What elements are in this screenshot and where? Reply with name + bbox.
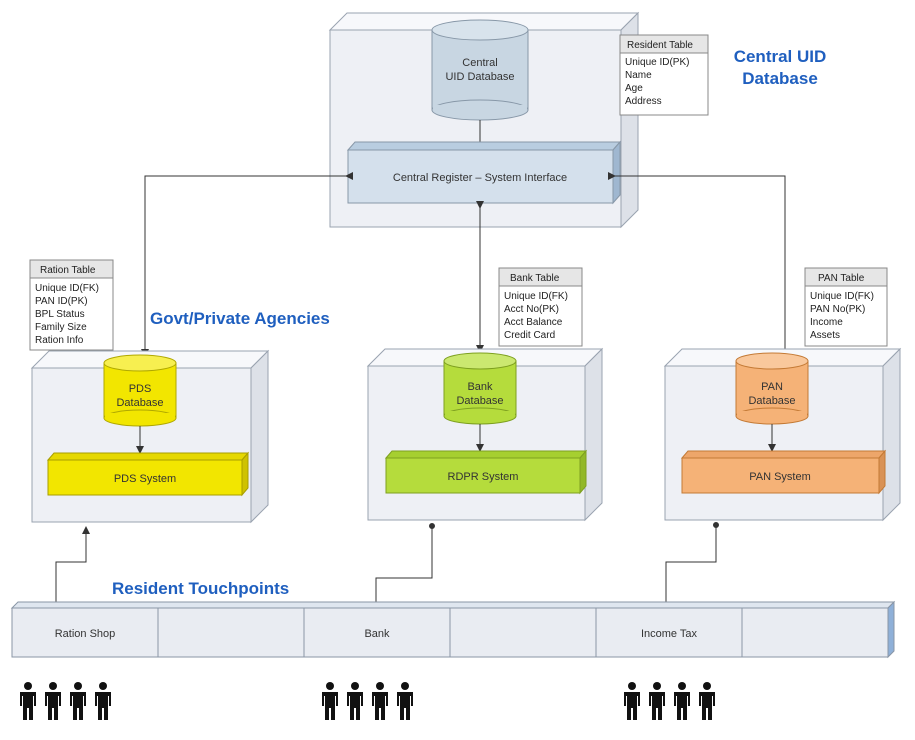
pds-system-bar: PDS System (46, 451, 250, 497)
people-icon (20, 682, 111, 720)
ration-table-row: Ration Info (35, 335, 84, 346)
resident-table-row: Name (625, 70, 652, 81)
pds-db-label-line1: PDS (129, 383, 152, 395)
people-icon (624, 682, 715, 720)
person-icon (70, 682, 86, 720)
person-icon (372, 682, 388, 720)
central-heading-line2: Database (742, 69, 818, 88)
pan-db-label-line2: Database (748, 395, 795, 407)
pan-table-row: Income (810, 317, 843, 328)
ration-table-row: BPL Status (35, 309, 85, 320)
ration-table-row: Unique ID(FK) (35, 283, 99, 294)
resident-table: Resident Table Unique ID(PK) Name Age Ad… (619, 34, 709, 116)
central-uid-database-cylinder: Central UID Database (431, 19, 529, 121)
pan-agency-box (663, 347, 902, 522)
bank-database-cylinder: Bank Database (443, 352, 517, 425)
touchpoint-connectors (55, 522, 719, 608)
bank-table-row: Acct Balance (504, 317, 563, 328)
bank-db-label-line2: Database (456, 395, 503, 407)
touchpoint-bank: Bank (364, 628, 390, 640)
resident-table-row: Address (625, 96, 662, 107)
touchpoints-heading: Resident Touchpoints (112, 579, 289, 598)
person-icon (95, 682, 111, 720)
pan-table-row: Unique ID(FK) (810, 291, 874, 302)
pan-system-bar: PAN System (680, 449, 887, 495)
pan-table-row: PAN No(PK) (810, 304, 865, 315)
ration-table: Ration Table Unique ID(FK) PAN ID(PK) BP… (29, 259, 114, 351)
person-icon (699, 682, 715, 720)
touchpoints-bar: Ration Shop Bank Income Tax (10, 600, 896, 659)
pan-db-label-line1: PAN (761, 381, 783, 393)
resident-table-row: Age (625, 83, 643, 94)
central-interface-label: Central Register – System Interface (393, 172, 567, 184)
person-icon (624, 682, 640, 720)
person-icon (347, 682, 363, 720)
touchpoint-ration-shop: Ration Shop (55, 628, 116, 640)
ration-table-row: Family Size (35, 322, 87, 333)
pan-table-title: PAN Table (818, 273, 865, 284)
central-interface-bar: Central Register – System Interface (346, 140, 622, 205)
pan-system-label: PAN System (749, 471, 811, 483)
bank-table-row: Credit Card (504, 330, 555, 341)
ration-table-title: Ration Table (40, 265, 96, 276)
agencies-heading: Govt/Private Agencies (150, 309, 330, 328)
bank-db-label-line1: Bank (467, 381, 493, 393)
ration-table-row: PAN ID(PK) (35, 296, 88, 307)
resident-table-row: Unique ID(PK) (625, 57, 689, 68)
person-icon (649, 682, 665, 720)
pds-system-label: PDS System (114, 473, 176, 485)
pan-table: PAN Table Unique ID(FK) PAN No(PK) Incom… (804, 267, 888, 347)
rdpr-system-label: RDPR System (448, 471, 519, 483)
people-icon (322, 682, 413, 720)
central-heading-line1: Central UID (734, 47, 827, 66)
pds-db-label-line2: Database (116, 397, 163, 409)
pan-table-row: Assets (810, 330, 840, 341)
pds-database-cylinder: PDS Database (103, 354, 177, 427)
person-icon (322, 682, 338, 720)
central-db-label-line1: Central (462, 57, 497, 69)
person-icon (397, 682, 413, 720)
pan-database-cylinder: PAN Database (735, 352, 809, 425)
bank-table-row: Acct No(PK) (504, 304, 559, 315)
person-icon (674, 682, 690, 720)
resident-table-title: Resident Table (627, 40, 693, 51)
bank-table: Bank Table Unique ID(FK) Acct No(PK) Acc… (498, 267, 583, 347)
rdpr-system-bar: RDPR System (384, 449, 588, 495)
connectors (141, 172, 789, 357)
bank-table-row: Unique ID(FK) (504, 291, 568, 302)
bank-table-title: Bank Table (510, 273, 560, 284)
person-icon (20, 682, 36, 720)
people-groups (20, 682, 715, 720)
central-db-label-line2: UID Database (445, 71, 514, 83)
touchpoint-income-tax: Income Tax (641, 628, 698, 640)
person-icon (45, 682, 61, 720)
